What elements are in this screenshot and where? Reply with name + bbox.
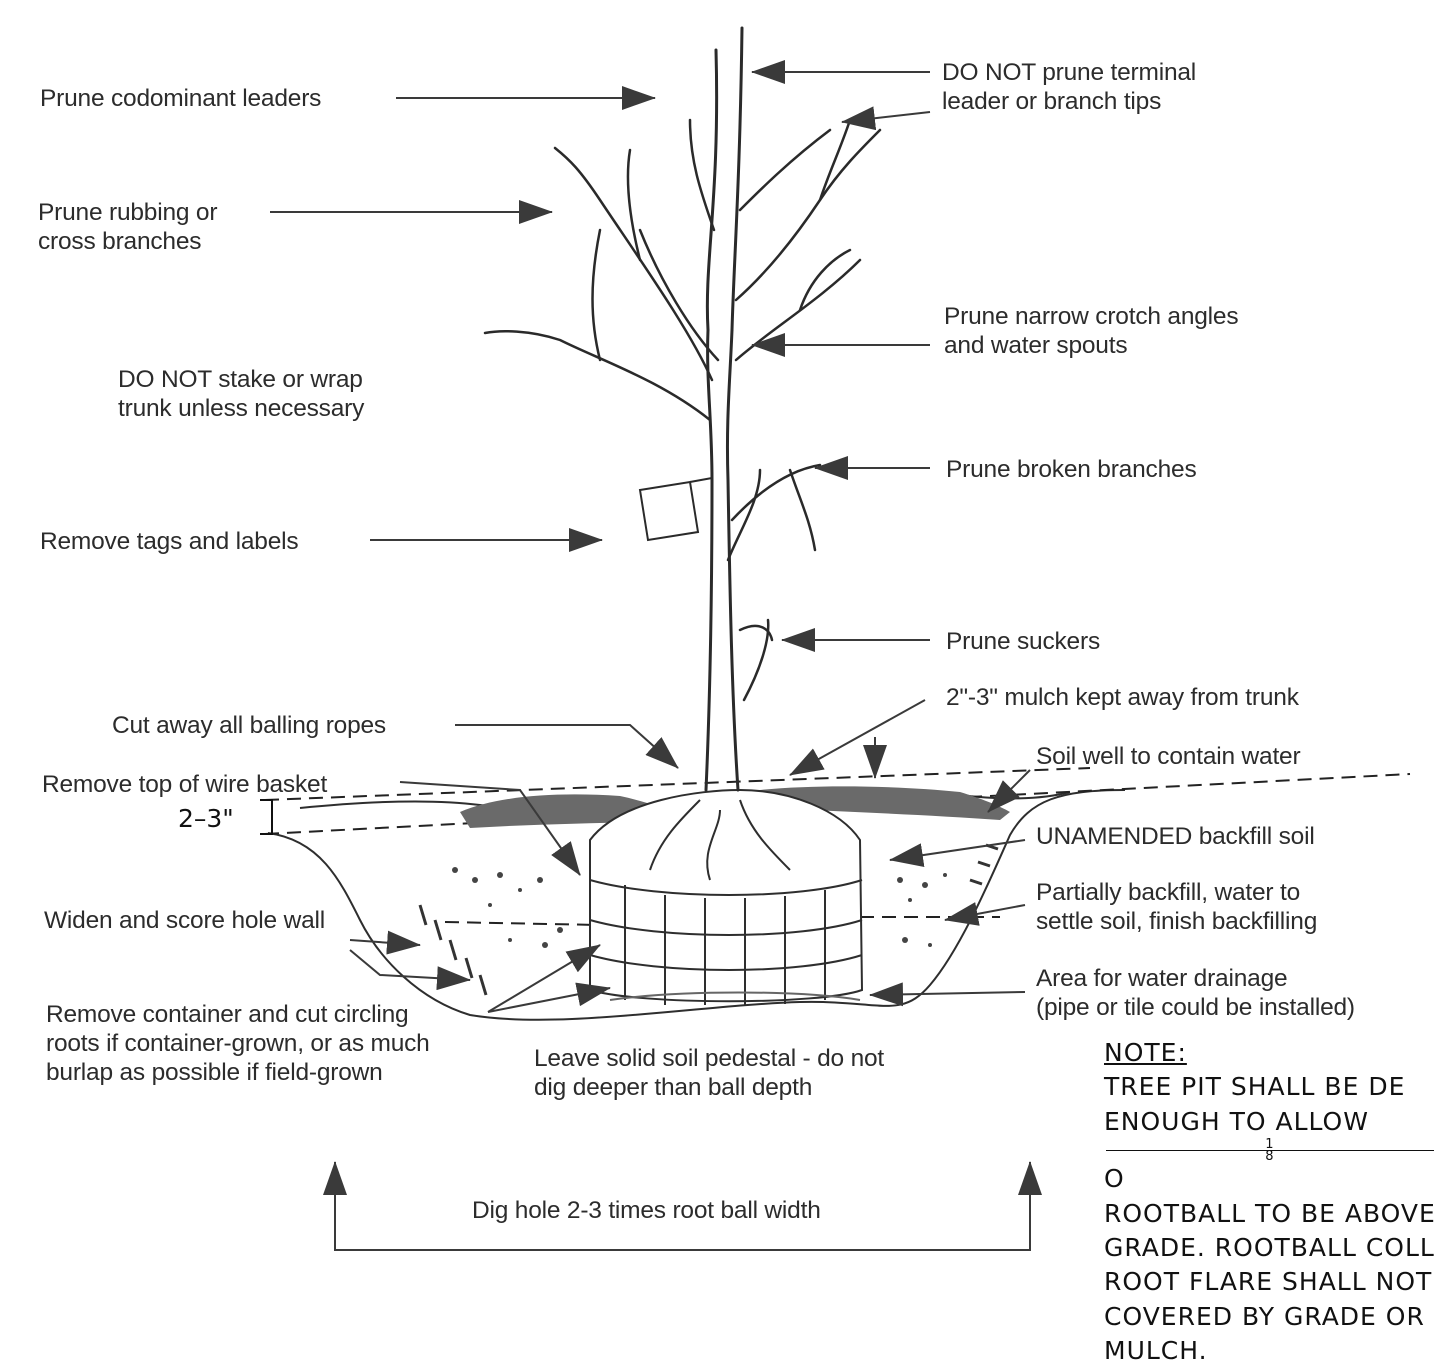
dimension-bracket (260, 800, 272, 834)
tag (640, 478, 712, 540)
note-line: COVERED BY GRADE OR (1104, 1300, 1436, 1334)
label-unamended: UNAMENDED backfill soil (1036, 822, 1315, 851)
label-soil-pedestal: Leave solid soil pedestal - do not dig d… (534, 1044, 884, 1102)
label-remove-tags: Remove tags and labels (40, 527, 298, 556)
note-line: GRADE. ROOTBALL COLL (1104, 1231, 1436, 1265)
label-drainage: Area for water drainage (pipe or tile co… (1036, 964, 1355, 1022)
tree-branches (485, 120, 880, 700)
label-partially-backfill: Partially backfill, water to settle soil… (1036, 878, 1317, 936)
note-heading: NOTE: (1104, 1036, 1436, 1070)
label-prune-codominant: Prune codominant leaders (40, 84, 321, 113)
label-do-not-stake: DO NOT stake or wrap trunk unless necess… (118, 365, 364, 423)
label-remove-container: Remove container and cut circling roots … (46, 1000, 430, 1087)
root-ball (590, 790, 862, 1005)
note-fraction: 18 (1106, 1139, 1434, 1162)
label-prune-suckers: Prune suckers (946, 627, 1100, 656)
label-cut-ropes: Cut away all balling ropes (112, 711, 386, 740)
label-prune-narrow-crotch: Prune narrow crotch angles and water spo… (944, 302, 1238, 360)
note-block: NOTE: TREE PIT SHALL BE DE ENOUGH TO ALL… (1104, 1036, 1436, 1369)
label-widen: Widen and score hole wall (44, 906, 325, 935)
note-line: ROOTBALL TO BE ABOVE (1104, 1197, 1436, 1231)
dimension-label: 2–3" (178, 804, 234, 833)
label-prune-broken: Prune broken branches (946, 455, 1197, 484)
label-prune-rubbing: Prune rubbing or cross branches (38, 198, 217, 256)
note-line: MULCH. (1104, 1334, 1436, 1368)
label-mulch: 2"-3" mulch kept away from trunk (946, 683, 1299, 712)
label-dig-hole: Dig hole 2-3 times root ball width (472, 1196, 821, 1225)
note-line: TREE PIT SHALL BE DE (1104, 1070, 1436, 1104)
label-do-not-prune-terminal: DO NOT prune terminal leader or branch t… (942, 58, 1196, 116)
note-line: ROOT FLARE SHALL NOT (1104, 1265, 1436, 1299)
label-soil-well: Soil well to contain water (1036, 742, 1300, 771)
label-remove-basket: Remove top of wire basket (42, 770, 327, 799)
tree-trunk (706, 28, 742, 790)
note-line: ENOUGH TO ALLOW 18 O (1104, 1105, 1436, 1197)
